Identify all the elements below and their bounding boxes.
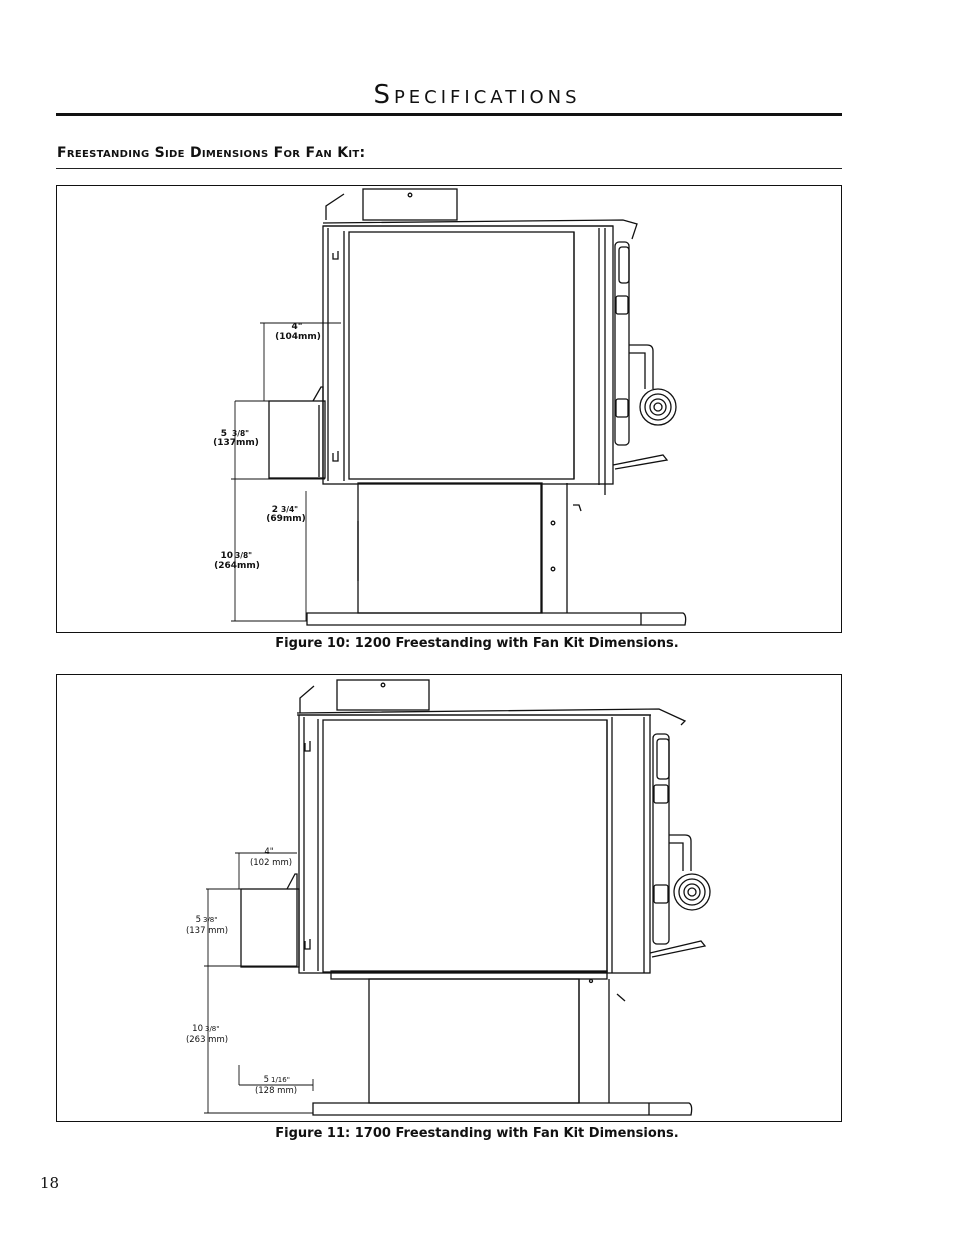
dim-fan-depth-mm: (128 mm)	[255, 1086, 297, 1096]
page-number: 18	[40, 1174, 60, 1192]
dim-top-offset-mm: (104mm)	[275, 332, 321, 342]
dim-floor-height-frac: 3/8"	[235, 551, 252, 560]
dim-floor-height-frac: 3/8"	[205, 1025, 220, 1033]
flue-collar	[362, 188, 458, 221]
dim-floor-height-mm: (264mm)	[214, 561, 260, 571]
title-rule	[56, 113, 842, 116]
figure-11-frame: 4" (102 mm) 5 3/8" (137 mm) 10 3/8" (263…	[56, 674, 842, 1122]
dim-floor-height-mm: (263 mm)	[186, 1035, 228, 1045]
figure-11-caption: Figure 11: 1700 Freestanding with Fan Ki…	[275, 1126, 679, 1141]
figure-10-frame: 4" (104mm) 5 3/8" (137mm) 2 3/4" (69mm) …	[56, 185, 842, 633]
dim-fan-depth-whole: 5	[264, 1075, 269, 1085]
dim-fan-height-mm: (137 mm)	[186, 926, 228, 936]
dim-fan-depth-frac: 1/16"	[271, 1076, 290, 1084]
dim-fan-height-whole: 5	[196, 915, 201, 925]
stove-pedestal	[357, 482, 543, 614]
dim-fan-height-frac: 3/8"	[232, 429, 249, 438]
fan-kit-blower	[268, 400, 326, 479]
stove-base	[312, 1102, 693, 1116]
dim-top-offset: 4"	[264, 847, 273, 857]
dim-top-offset-mm: (102 mm)	[250, 858, 292, 868]
stove-body	[298, 714, 651, 974]
dim-fan-depth-whole: 2	[272, 505, 278, 515]
dim-fan-depth-frac: 3/4"	[281, 505, 298, 514]
fan-kit-blower	[240, 888, 300, 968]
dim-top-offset: 4"	[292, 322, 303, 332]
figure-10-caption: Figure 10: 1200 Freestanding with Fan Ki…	[275, 636, 679, 651]
stove-base	[306, 612, 687, 626]
section-rule	[56, 168, 842, 169]
section-heading: Freestanding Side Dimensions For Fan Kit…	[57, 145, 366, 161]
stove-1700-drawing: 4" (102 mm) 5 3/8" (137 mm) 10 3/8" (263…	[186, 679, 711, 1116]
dim-floor-height-whole: 10	[220, 551, 233, 561]
stove-body	[322, 225, 614, 485]
dim-fan-depth-mm: (69mm)	[266, 514, 306, 524]
stove-1200-drawing: 4" (104mm) 5 3/8" (137mm) 2 3/4" (69mm) …	[213, 188, 687, 626]
dim-fan-height-frac: 3/8"	[203, 916, 218, 924]
dim-fan-height-whole: 5	[221, 429, 227, 439]
dim-floor-height-whole: 10	[192, 1024, 203, 1034]
flue-collar	[336, 679, 430, 711]
dim-fan-height-mm: (137mm)	[213, 438, 259, 448]
page-title: Specifications	[373, 80, 581, 110]
stove-pedestal	[368, 978, 580, 1104]
